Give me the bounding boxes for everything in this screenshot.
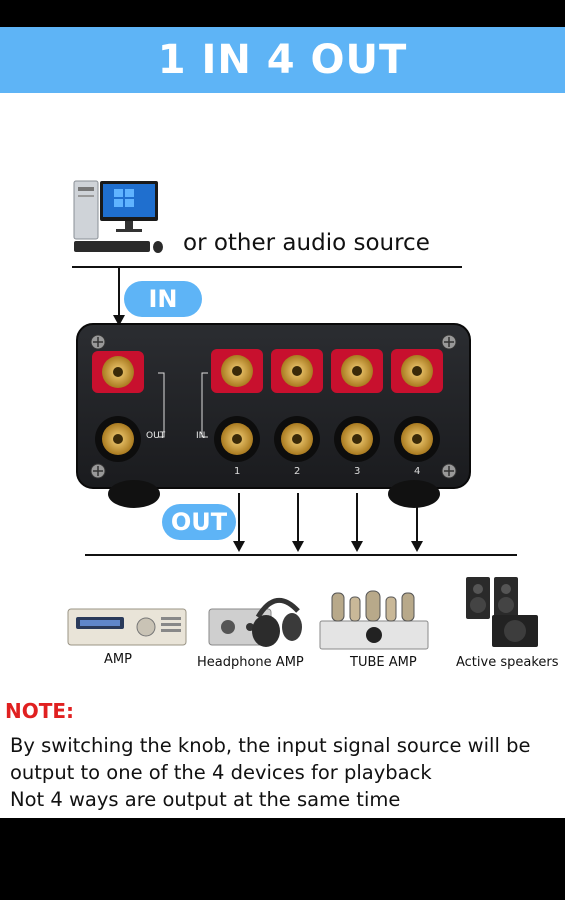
input-arrow-head xyxy=(113,315,125,326)
banner-title: 1 IN 4 OUT xyxy=(0,27,565,93)
note-line-1: By switching the knob, the input signal … xyxy=(10,734,531,757)
switch-box: OUT IN 1 2 3 4 xyxy=(76,323,471,508)
box-in-label: IN xyxy=(196,431,205,441)
note-title: NOTE: xyxy=(5,699,75,723)
port-number-3: 3 xyxy=(354,466,360,477)
out-badge: OUT xyxy=(162,504,236,540)
output-arrow-1-line xyxy=(238,493,240,543)
device-label-tube-amp: TUBE AMP xyxy=(350,655,417,670)
output-arrow-2-head xyxy=(292,541,304,552)
port-number-1: 1 xyxy=(234,466,240,477)
output-arrow-3-head xyxy=(351,541,363,552)
device-label-headphone-amp: Headphone AMP xyxy=(197,655,304,670)
headphone-amp-image xyxy=(208,598,302,647)
source-line xyxy=(72,266,462,268)
note-line-3: Not 4 ways are output at the same time xyxy=(10,788,401,811)
active-speakers-image xyxy=(466,577,538,647)
device-label-active-speakers: Active speakers xyxy=(456,655,559,670)
box-out-label: OUT xyxy=(146,431,166,441)
output-arrow-4-line xyxy=(416,493,418,543)
in-badge: IN xyxy=(124,281,202,317)
output-arrow-3-line xyxy=(356,493,358,543)
input-arrow-line xyxy=(118,267,120,317)
output-arrow-1-head xyxy=(233,541,245,552)
computer-icon xyxy=(73,180,163,253)
device-label-amp: AMP xyxy=(104,652,132,667)
note-line-2: output to one of the 4 devices for playb… xyxy=(10,761,432,784)
port-number-2: 2 xyxy=(294,466,300,477)
product-image-panel: 1 IN 4 OUT or other audio source IN xyxy=(0,27,565,818)
amp-image xyxy=(67,608,187,646)
port-number-4: 4 xyxy=(414,466,420,477)
tube-amp-image xyxy=(319,590,429,650)
audio-source-label: or other audio source xyxy=(183,230,430,256)
output-arrow-4-head xyxy=(411,541,423,552)
output-arrow-2-line xyxy=(297,493,299,543)
output-line xyxy=(85,554,517,556)
